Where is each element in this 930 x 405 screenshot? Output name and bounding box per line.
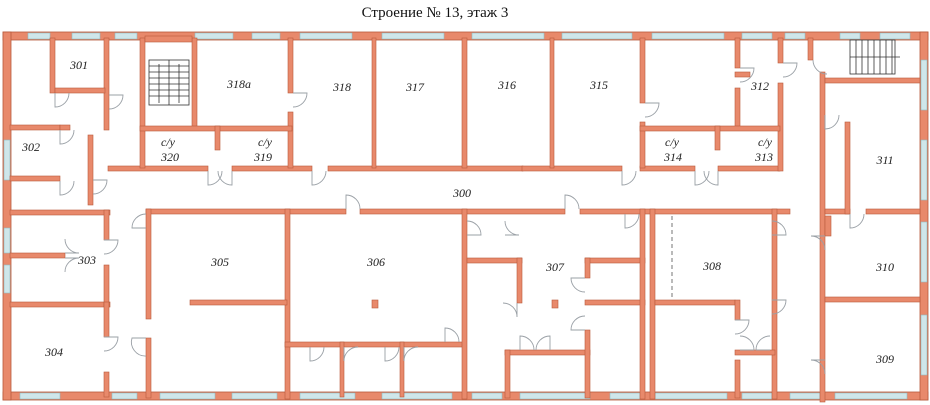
room-307: 307 [545, 260, 565, 274]
wc-313: с/у [758, 135, 773, 149]
room-301: 301 [69, 58, 88, 72]
windows [3, 32, 928, 400]
doors [54, 59, 865, 375]
room-318a: 318а [226, 77, 251, 91]
wc-320: с/у [161, 135, 176, 149]
room-319: 319 [253, 150, 272, 164]
stairwell-right [849, 39, 900, 75]
room-310: 310 [875, 260, 894, 274]
room-302: 302 [21, 140, 40, 154]
wc-314: с/у [665, 135, 680, 149]
room-320: 320 [160, 150, 179, 164]
room-304: 304 [44, 345, 63, 359]
room-308: 308 [702, 259, 721, 273]
room-311: 311 [875, 153, 893, 167]
room-309: 309 [875, 352, 894, 366]
room-303: 303 [77, 253, 96, 267]
room-306: 306 [366, 255, 385, 269]
plan-title: Строение № 13, этаж 3 [362, 5, 509, 21]
room-305: 305 [210, 255, 229, 269]
room-labels: 301 302 303 304 305 306 307 308 309 310 … [21, 58, 894, 366]
stairwell-left [148, 59, 190, 106]
room-312: 312 [750, 79, 769, 93]
room-318: 318 [332, 80, 351, 94]
room-315: 315 [589, 78, 608, 92]
room-314: 314 [663, 150, 682, 164]
room-313: 313 [754, 150, 773, 164]
room-317: 317 [405, 80, 425, 94]
interior-walls [9, 35, 921, 403]
corridor-300: 300 [452, 186, 471, 200]
room-316: 316 [497, 78, 516, 92]
wc-319: с/у [258, 135, 273, 149]
